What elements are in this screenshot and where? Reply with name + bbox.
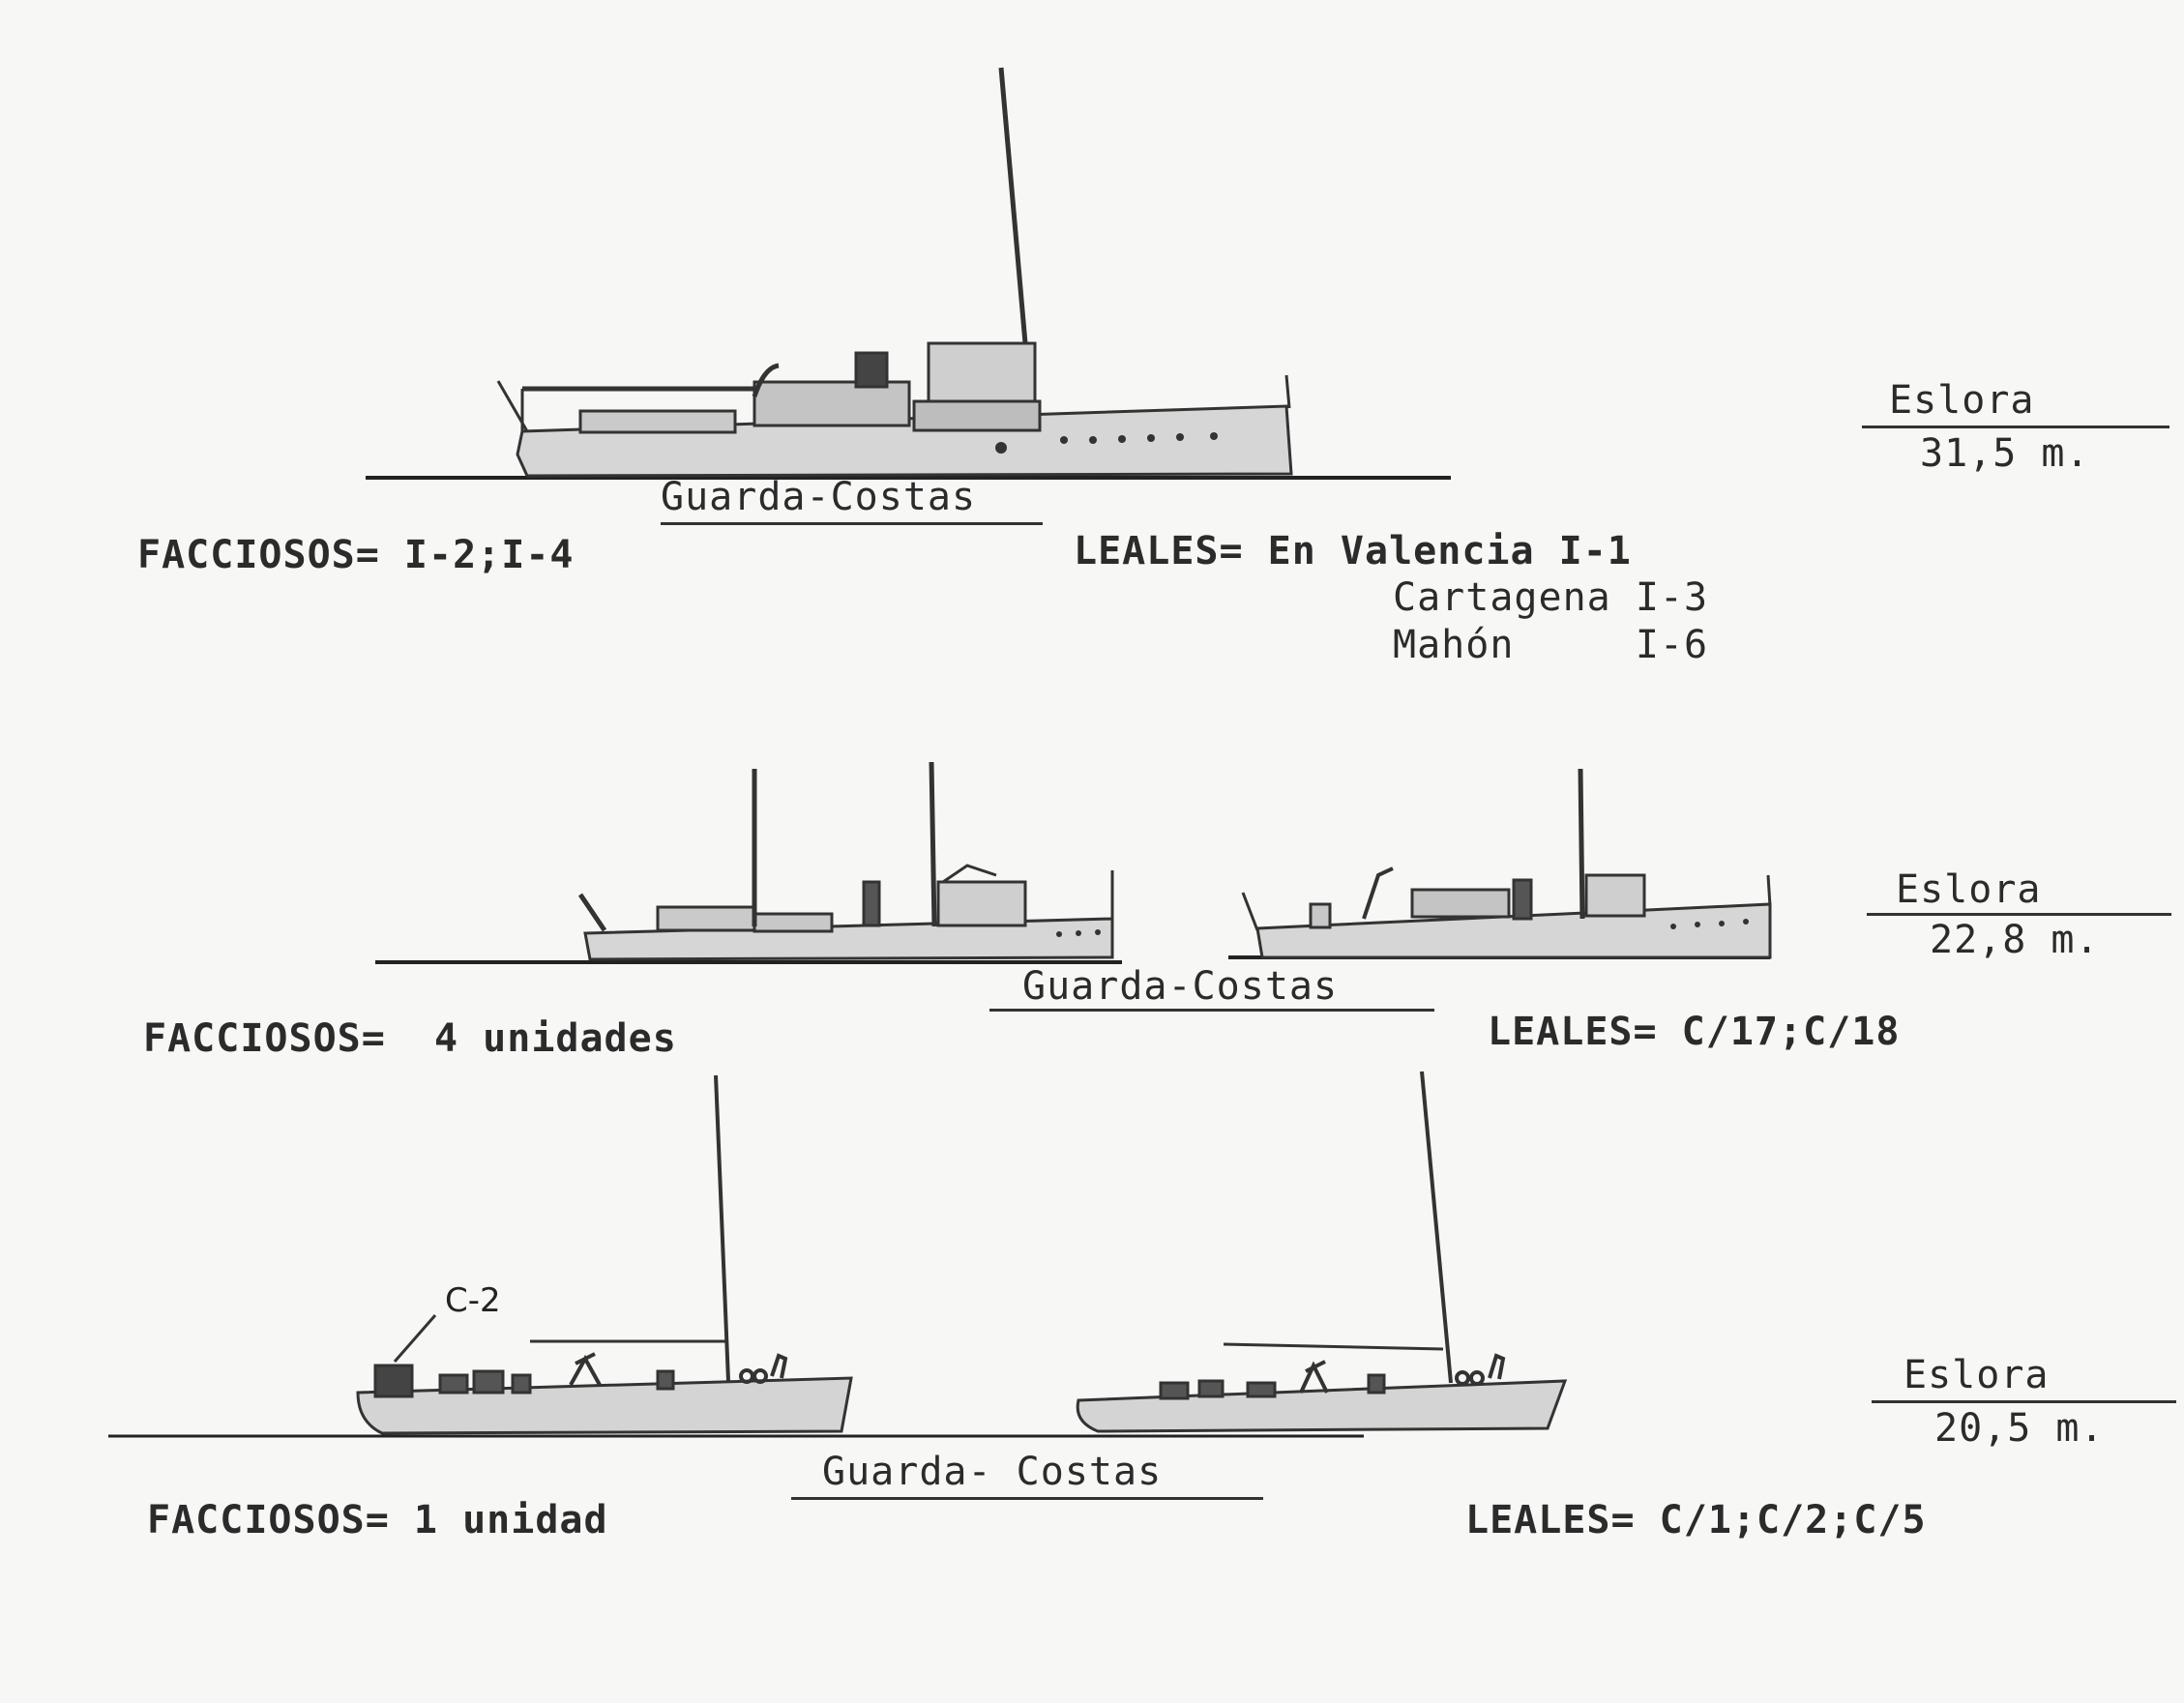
section1-eslora-label: Eslora (1889, 378, 2035, 423)
section3-eslora-label: Eslora (1904, 1353, 2050, 1397)
section1-leales-line1: LEALES= En Valencia I-1 (1074, 529, 1632, 573)
section2-facciosos: FACCIOSOS= 4 unidades (143, 1016, 677, 1061)
section3-caption: Guarda- Costas (822, 1450, 1163, 1494)
section1-caption-underline (661, 522, 1043, 525)
section3-facciosos: FACCIOSOS= 1 unidad (147, 1498, 608, 1542)
section3-eslora-rule (1872, 1400, 2176, 1403)
section1-eslora-rule (1862, 426, 2169, 428)
section1-eslora-value: 31,5 m. (1920, 431, 2090, 476)
section2-eslora-label: Eslora (1896, 867, 2042, 912)
section1-caption: Guarda-Costas (661, 475, 977, 519)
section1-leales-line2: Cartagena I-3 (1393, 575, 1709, 620)
section2-eslora-value: 22,8 m. (1930, 918, 2100, 962)
ship-drawing-guarda-costas-large (366, 67, 1451, 480)
ship-drawing-guarda-costas-small-a (108, 1074, 1364, 1438)
ship-tag-c2: C-2 (445, 1281, 501, 1320)
section2-caption-underline (989, 1009, 1434, 1012)
section1-facciosos: FACCIOSOS= I-2;I-4 (137, 533, 575, 577)
section2-leales: LEALES= C/17;C/18 (1488, 1010, 1901, 1054)
ship-drawing-guarda-costas-medium-b (1228, 768, 1772, 959)
section3-caption-underline (791, 1497, 1263, 1500)
ship-drawing-guarda-costas-small-b (1076, 1071, 1568, 1433)
ship-drawing-guarda-costas-medium-a (375, 761, 1122, 964)
section3-eslora-value: 20,5 m. (1934, 1406, 2105, 1451)
section2-eslora-rule (1867, 913, 2171, 916)
section3-leales: LEALES= C/1;C/2;C/5 (1465, 1498, 1927, 1542)
section1-leales-line3: Mahón I-6 (1393, 623, 1709, 667)
section2-caption: Guarda-Costas (1022, 964, 1339, 1009)
